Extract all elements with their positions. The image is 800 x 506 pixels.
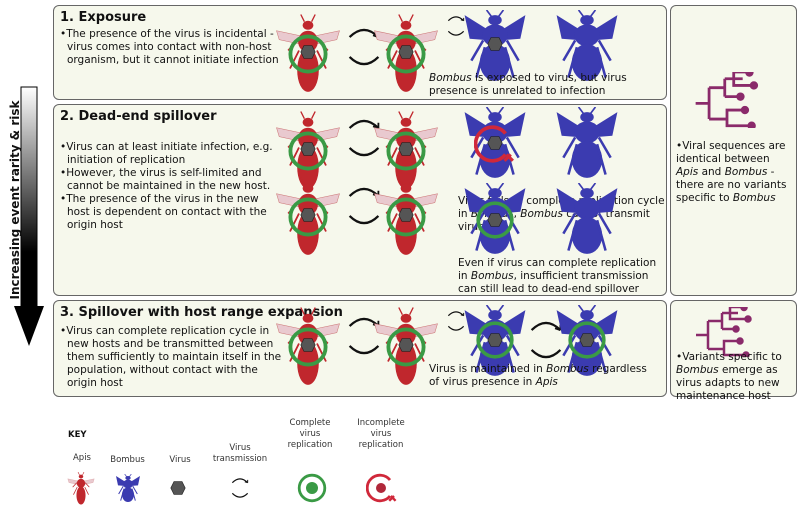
key-label-bombus: Bombus (110, 455, 145, 465)
virus-icon (398, 207, 414, 223)
bullet: Virus can complete replication cycle in … (60, 325, 285, 390)
caption-text: , (513, 208, 521, 220)
caption-text: is exposed to virus, but virus presence … (429, 72, 627, 97)
bullet: The presence of the virus in the new hos… (60, 193, 280, 232)
virus-icon (487, 332, 503, 348)
caption-italic: Bombus (546, 363, 589, 375)
bullet: However, the virus is self-limited and c… (60, 167, 280, 193)
key-label-complete: Complete virus replication (287, 418, 333, 450)
virus-icon (398, 44, 414, 60)
caption-italic: Bombus (520, 208, 563, 220)
incomplete-replication-key-icon (366, 472, 398, 504)
panel-dead-end-spillover: 2. Dead-end spillover Virus can at least… (53, 104, 667, 296)
caption-italic: Apis (535, 376, 558, 388)
panel-variants-emerge: •Variants specific to Bombus emerge as v… (670, 300, 797, 402)
bombus-key-icon (108, 474, 148, 504)
right-top-text: •Viral sequences are identical between A… (676, 140, 787, 204)
panel-bullets: Virus can complete replication cycle in … (60, 325, 285, 390)
panel-caption: Bombus is exposed to virus, but virus pr… (429, 72, 664, 98)
caption-text: Even if virus can complete replication i… (458, 257, 657, 282)
virus-key-icon (170, 480, 186, 496)
text: and (698, 166, 725, 178)
italic: Bombus (732, 192, 776, 204)
text: emerge as virus adapts to new maintenanc… (676, 364, 780, 402)
apis-key-icon (64, 472, 98, 506)
text: - there are no variants specific to (676, 166, 787, 204)
panel-exposure: 1. Exposure The presence of the virus is… (53, 5, 667, 100)
phylogenetic-tree-icon (693, 307, 755, 357)
text: Viral sequences are identical between (676, 140, 786, 165)
bombus-icon (551, 107, 623, 183)
key-title: KEY (68, 430, 87, 440)
virus-icon (300, 141, 316, 157)
bombus-icon (551, 183, 623, 259)
caption-italic: Bombus (470, 270, 514, 282)
panel-bullets: The presence of the virus is incidental … (60, 28, 280, 67)
side-label: Increasing event rarity & risk (8, 100, 22, 300)
key-label-incomplete: Incomplete virus replication (357, 418, 405, 450)
caption-italic: Bombus (429, 72, 472, 84)
rarity-risk-arrow (14, 86, 44, 346)
panel-title: 3. Spillover with host range expansion (60, 305, 343, 320)
key-label-virus: Virus (169, 455, 191, 465)
panel-title: 2. Dead-end spillover (60, 109, 217, 124)
caption-text: regardless of virus presence in (429, 363, 647, 388)
virus-icon (487, 135, 503, 151)
virus-icon (398, 141, 414, 157)
bullet: Virus can at least initiate infection, e… (60, 141, 280, 167)
complete-replication-key-icon (296, 472, 328, 504)
virus-icon (579, 332, 595, 348)
panel-caption: Virus is maintained in Bombus regardless… (429, 363, 659, 389)
panel-sequence-identical: •Viral sequences are identical between A… (670, 5, 797, 296)
bullet: The presence of the virus is incidental … (60, 28, 280, 67)
virus-icon (300, 44, 316, 60)
key-label-apis: Apis (72, 453, 91, 463)
caption-text: , insufficient transmission can still le… (458, 270, 649, 295)
phylogenetic-tree-icon (693, 72, 761, 128)
italic: Bombus (676, 364, 719, 376)
panel-host-range-expansion: 3. Spillover with host range expansion V… (53, 300, 667, 397)
italic: Apis (676, 166, 699, 178)
virus-icon (398, 337, 414, 353)
virus-icon (487, 36, 503, 52)
virus-icon (300, 337, 316, 353)
panel-bullets: Virus can at least initiate infection, e… (60, 141, 280, 232)
panel-caption-2: Even if virus can complete replication i… (458, 257, 668, 296)
virus-icon (300, 207, 316, 223)
italic: Bombus (724, 166, 768, 178)
caption-text: Virus is maintained in (429, 363, 547, 375)
right-bottom-text: •Variants specific to Bombus emerge as v… (676, 351, 782, 402)
key-label-transmission: Virus transmission (212, 443, 268, 464)
panel-title: 1. Exposure (60, 10, 147, 25)
transmission-key-icon (230, 476, 250, 500)
virus-icon (487, 212, 503, 228)
text: Variants specific to (682, 351, 782, 363)
